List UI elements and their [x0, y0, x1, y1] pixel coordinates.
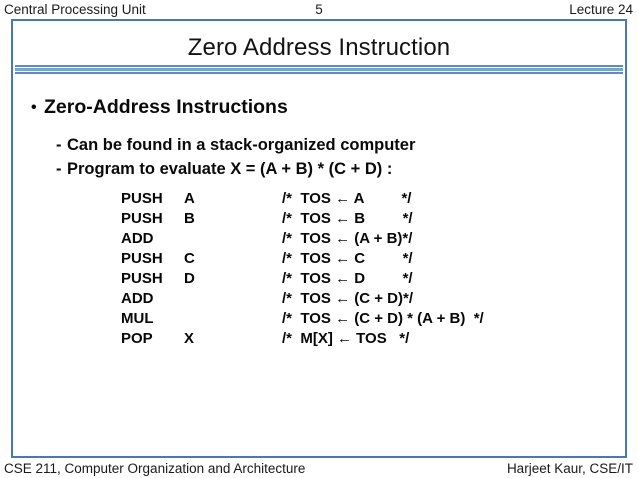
bullet-level1-label: Zero-Address Instructions: [44, 96, 288, 118]
code-row: ADD /* TOS ← (C + D)*/: [121, 289, 484, 309]
code-comment: /* M[X] ← TOS */: [282, 330, 410, 347]
bullet-level1: • Zero-Address Instructions: [31, 95, 288, 120]
code-opcode: ADD: [121, 290, 154, 307]
code-opcode: PUSH: [121, 210, 163, 227]
code-opcode: ADD: [121, 230, 154, 247]
code-opcode: PUSH: [121, 250, 163, 267]
code-operand: A: [184, 190, 195, 207]
code-opcode: POP: [121, 330, 153, 347]
code-opcode: PUSH: [121, 270, 163, 287]
code-operand: B: [184, 210, 195, 227]
slide-frame: Zero Address Instruction • Zero-Address I…: [11, 19, 627, 458]
code-row: POP X /* M[X] ← TOS */: [121, 329, 484, 349]
bullet-level2-2-label: Program to evaluate X = (A + B) * (C + D…: [67, 160, 393, 178]
code-operand: D: [184, 270, 195, 287]
header-course-title: Central Processing Unit: [4, 2, 146, 17]
code-comment: /* TOS ← (A + B)*/: [282, 230, 413, 247]
code-comment: /* TOS ← (C + D) * (A + B) */: [282, 310, 484, 327]
divider-line-middle: [15, 68, 623, 71]
code-opcode: MUL: [121, 310, 154, 327]
code-row: PUSH B /* TOS ← B */: [121, 209, 484, 229]
divider-line-bottom: [15, 72, 623, 74]
code-row: PUSH A /* TOS ← A */: [121, 189, 484, 209]
code-comment: /* TOS ← A */: [282, 190, 412, 207]
code-operand: C: [184, 250, 195, 267]
code-row: PUSH D /* TOS ← D */: [121, 269, 484, 289]
dash-marker-icon: -: [56, 160, 62, 178]
code-row: ADD /* TOS ← (A + B)*/: [121, 229, 484, 249]
bullet-dot-icon: •: [31, 99, 37, 116]
bullet-level2-1: -Can be found in a stack-organized compu…: [56, 134, 415, 156]
divider-line-top: [15, 65, 623, 67]
dash-marker-icon: -: [56, 136, 62, 154]
slide-title: Zero Address Instruction: [187, 34, 451, 61]
code-comment: /* TOS ← C */: [282, 250, 413, 267]
code-row: MUL /* TOS ← (C + D) * (A + B) */: [121, 309, 484, 329]
bullet-level2-1-label: Can be found in a stack-organized comput…: [67, 136, 416, 154]
footer-author-label: Harjeet Kaur, CSE/IT: [506, 461, 633, 476]
code-comment: /* TOS ← (C + D)*/: [282, 290, 413, 307]
code-operand: X: [184, 330, 195, 347]
slide-footer: CSE 211, Computer Organization and Archi…: [0, 459, 638, 478]
title-divider: [15, 65, 623, 75]
slide-header: Central Processing Unit 5 Lecture 24: [0, 0, 638, 19]
header-page-number: 5: [315, 2, 323, 17]
code-comment: /* TOS ← D */: [282, 270, 413, 287]
bullet-level2-2: -Program to evaluate X = (A + B) * (C + …: [56, 158, 392, 180]
code-listing: PUSH A /* TOS ← A */ PUSH B /* TOS ← B */ AD…: [121, 189, 484, 349]
code-opcode: PUSH: [121, 190, 163, 207]
code-comment: /* TOS ← B */: [282, 210, 413, 227]
header-lecture-label: Lecture 24: [569, 2, 633, 17]
code-row: PUSH C /* TOS ← C */: [121, 249, 484, 269]
footer-course-label: CSE 211, Computer Organization and Archi…: [4, 461, 306, 476]
